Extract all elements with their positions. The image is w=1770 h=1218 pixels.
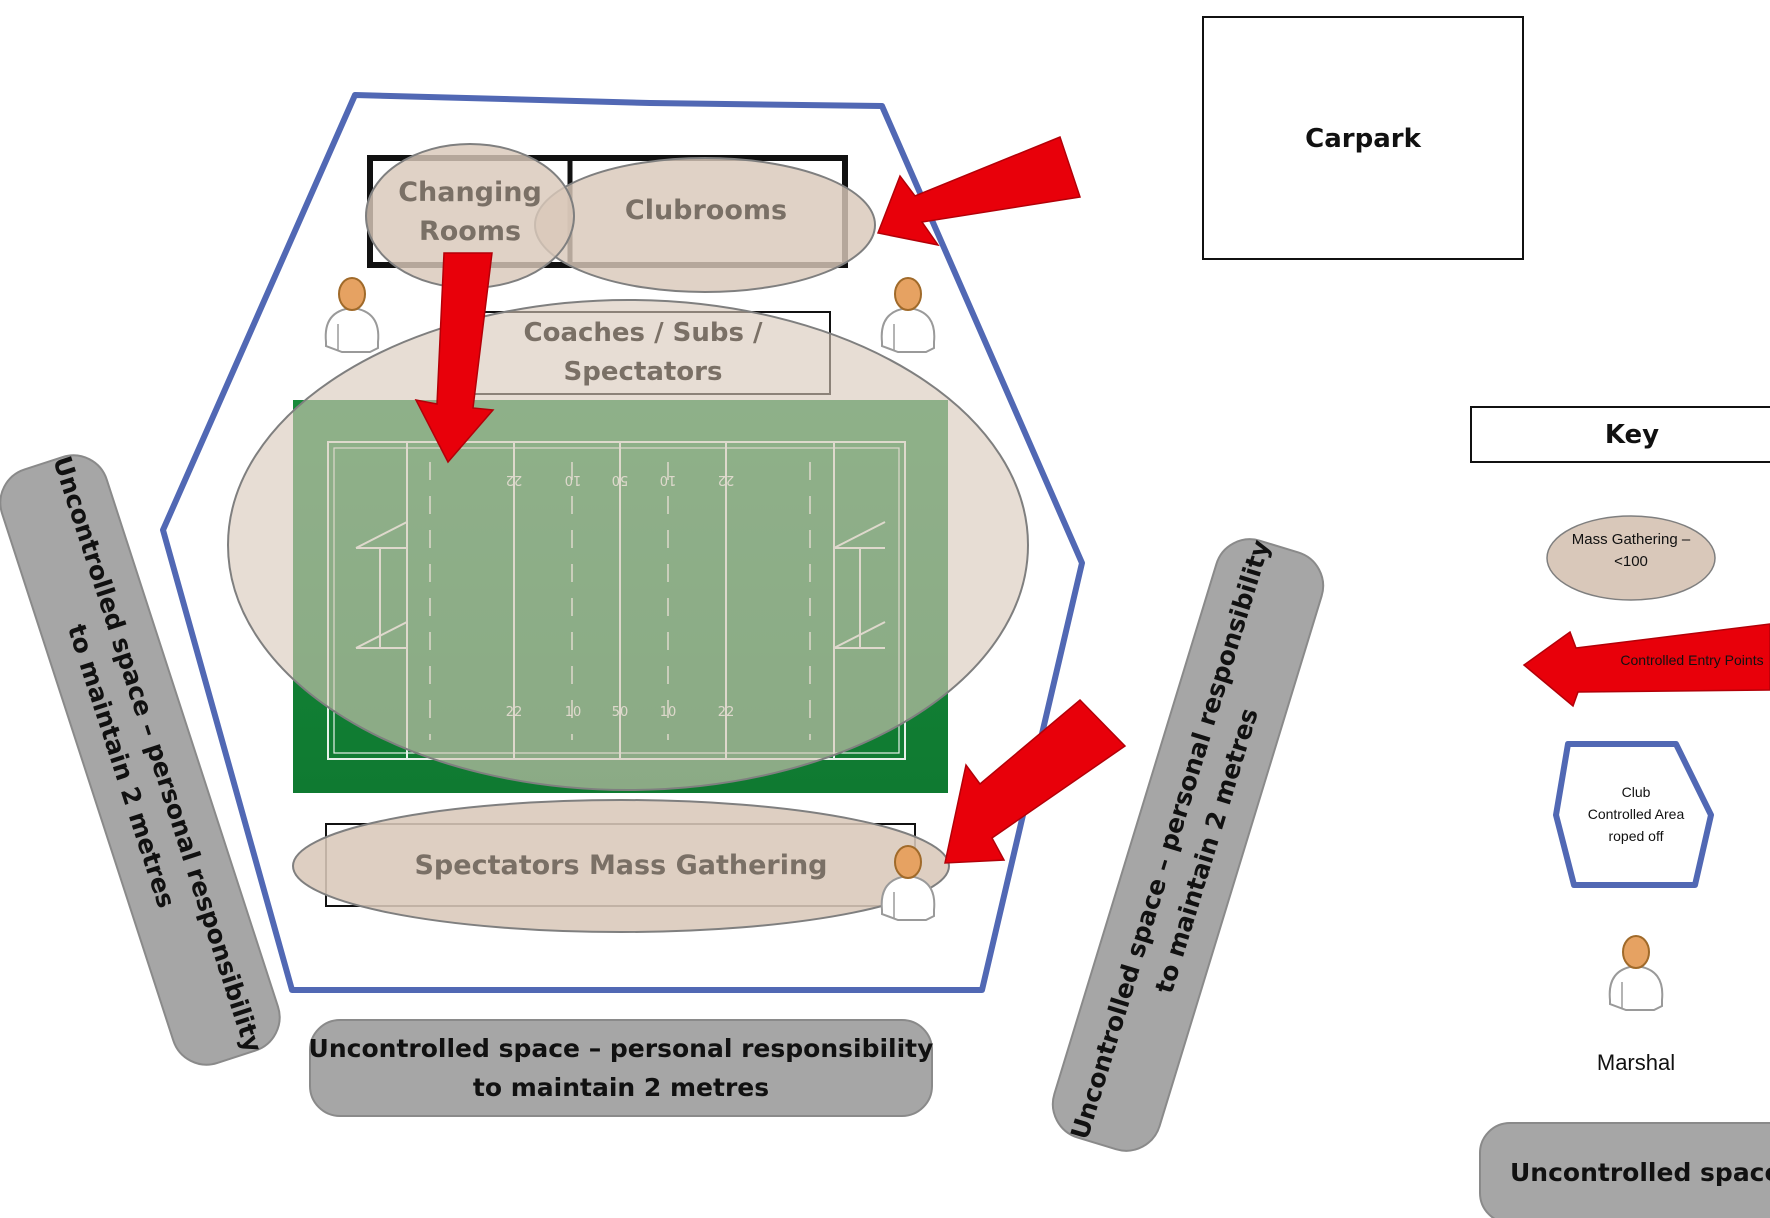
key-entry-points-label: Controlled Entry Points bbox=[1620, 652, 1763, 668]
key-club-area-line2: Controlled Area bbox=[1588, 806, 1685, 822]
key-club-area-swatch bbox=[1553, 741, 1714, 888]
uncontrolled-bottom-line2: to maintain 2 metres bbox=[473, 1073, 769, 1102]
key-club-area-line3: roped off bbox=[1608, 828, 1663, 844]
key-mass-gathering-swatch bbox=[1546, 515, 1716, 601]
changing-rooms-to-pitch-arrow bbox=[414, 252, 495, 464]
carpark-box bbox=[1202, 16, 1524, 260]
uncontrolled-space-bottom bbox=[309, 1019, 933, 1117]
spectators-gathering-zone bbox=[292, 799, 950, 933]
key-entry-arrow bbox=[1522, 623, 1770, 708]
key-uncontrolled-label: Uncontrolled space bbox=[1510, 1158, 1770, 1187]
uncontrolled-bottom-line1: Uncontrolled space – personal responsibi… bbox=[309, 1034, 934, 1063]
marshal-icon bbox=[324, 277, 380, 353]
entry-arrow-clubrooms bbox=[876, 136, 1081, 247]
spectators-gathering-label: Spectators Mass Gathering bbox=[414, 850, 827, 881]
key-title-box bbox=[1470, 406, 1770, 463]
clubrooms-label: Clubrooms bbox=[625, 195, 787, 226]
entry-arrow-spectators bbox=[944, 698, 1127, 864]
changing-rooms-label-line1: Changing bbox=[398, 177, 542, 208]
marshal-icon bbox=[880, 277, 936, 353]
key-title: Key bbox=[1605, 420, 1659, 450]
coaches-subs-spectators-label-line1: Coaches / Subs / bbox=[524, 318, 763, 348]
coaches-subs-spectators-label-line2: Spectators bbox=[564, 357, 723, 387]
key-uncontrolled-swatch bbox=[1479, 1122, 1770, 1218]
key-marshal-icon bbox=[1608, 935, 1664, 1011]
carpark-label: Carpark bbox=[1305, 124, 1421, 154]
uncontrolled-space-right: Uncontrolled space – personal responsibi… bbox=[1051, 537, 1325, 1152]
key-club-area-line1: Club bbox=[1622, 784, 1651, 800]
key-mass-gathering-line2: <100 bbox=[1614, 553, 1648, 570]
changing-rooms-label-line2: Rooms bbox=[419, 216, 521, 247]
key-marshal-label: Marshal bbox=[1597, 1050, 1675, 1075]
key-mass-gathering-line1: Mass Gathering – bbox=[1572, 531, 1691, 548]
